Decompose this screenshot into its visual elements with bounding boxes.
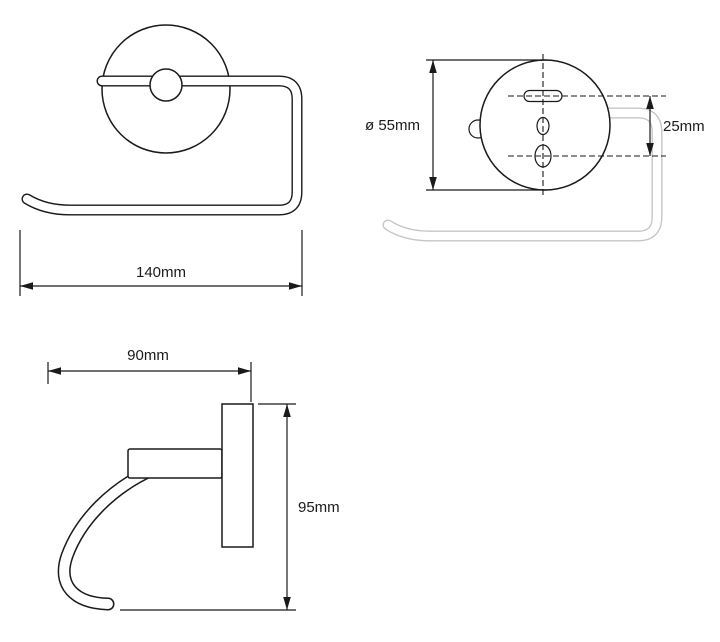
diameter-label: ø 55mm (365, 117, 420, 134)
front-rod-inner (22, 76, 302, 215)
arrowhead (646, 96, 654, 109)
side-arm (127, 448, 223, 479)
front-width-label: 140mm (136, 264, 186, 281)
back-view: ø 55mm 25mm (365, 54, 705, 242)
height-dimension: 95mm (120, 403, 340, 611)
arrowhead (283, 404, 291, 417)
arrowhead (283, 597, 291, 610)
arrowhead (238, 367, 251, 375)
arrowhead (429, 60, 437, 73)
side-hook-inner (59, 465, 157, 609)
arrowhead (429, 177, 437, 190)
depth-dimension: 90mm (47, 347, 252, 402)
arrowhead (20, 282, 33, 290)
side-mount-plate (221, 403, 254, 548)
arrowhead (646, 143, 654, 156)
diameter-dimension: ø 55mm (365, 59, 547, 191)
hole-spacing-label: 25mm (663, 118, 705, 135)
depth-label: 90mm (127, 347, 169, 364)
arrowhead (289, 282, 302, 290)
ghost-rod-inner (383, 108, 662, 241)
height-label: 95mm (298, 499, 340, 516)
side-view: 90mm 95mm (47, 347, 340, 611)
front-hub (149, 68, 183, 102)
arrowhead (48, 367, 61, 375)
front-width-dimension: 140mm (19, 230, 303, 296)
front-view: 140mm (19, 24, 303, 296)
hole-spacing-dimension: 25mm (646, 96, 705, 156)
